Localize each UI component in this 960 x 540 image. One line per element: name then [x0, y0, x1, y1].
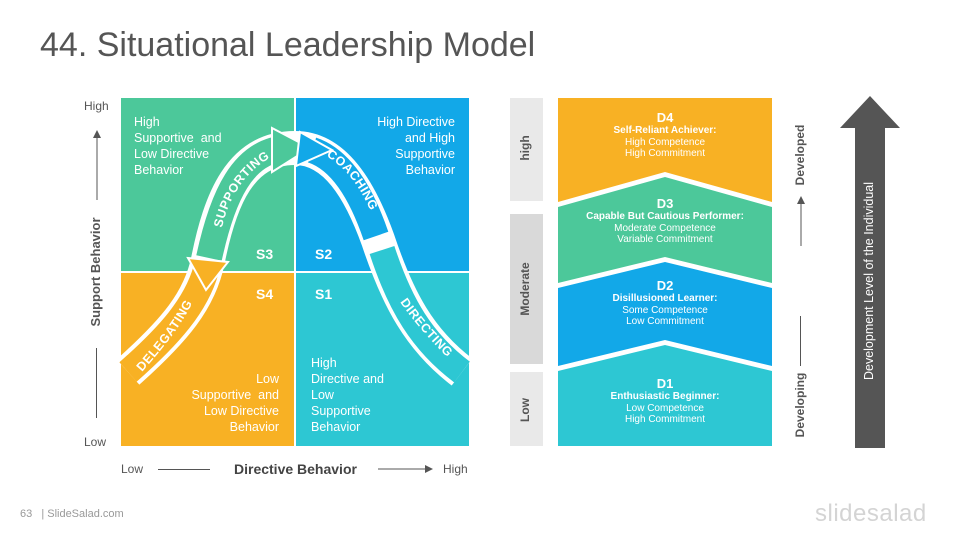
arrowhead-supporting-icon: [271, 126, 312, 174]
d1-text: D1 Enthusiastic Beginner: Low Competence…: [610, 376, 720, 425]
chevron-d4: [558, 98, 772, 202]
footer-site: | SlideSalad.com: [41, 508, 124, 520]
x-axis-line-left: [158, 469, 210, 470]
footer-text: 63 | SlideSalad.com: [20, 508, 124, 520]
development-axis-line-lower: [800, 316, 801, 366]
quadrant-s3-label: S3: [256, 246, 274, 262]
quadrant-s1-label: S1: [315, 286, 333, 302]
brand-logo: slidesalad: [815, 500, 927, 527]
developing-label: Developing: [793, 372, 807, 438]
y-axis-high-label: High: [84, 99, 109, 113]
big-up-arrow-icon: [840, 96, 900, 448]
x-axis-low-label: Low: [121, 462, 144, 476]
quadrant-s2-label: S2: [315, 246, 333, 262]
chevron-d2: [558, 262, 772, 366]
quadrant-s2-text: High Directive and High Supportive Behav…: [377, 115, 455, 177]
chevron-d1: [558, 345, 772, 446]
developed-label: Developed: [793, 124, 807, 186]
quadrant-s1-text: High Directive and Low Supportive Behavi…: [311, 356, 384, 434]
d3-text: D3 Capable But Cautious Performer: Moder…: [586, 196, 744, 245]
y-axis-arrow-icon: [93, 130, 101, 200]
quadrant-s3-text: High Supportive and Low Directive Behavi…: [134, 115, 222, 177]
level-moderate: [510, 214, 543, 364]
quadrant-s4-text: Low Supportive and Low Directive Behavio…: [191, 372, 279, 434]
arrowhead-delegating-icon: [186, 256, 230, 292]
x-axis-label: Directive Behavior: [234, 461, 357, 477]
chevron-d3: [558, 177, 772, 283]
level-low: [510, 372, 543, 446]
d2-text: D2 Disillusioned Learner: Some Competenc…: [612, 278, 718, 327]
slide-title: 44. Situational Leadership Model: [40, 26, 536, 64]
development-axis-arrow-icon: [797, 196, 805, 246]
x-axis-arrow-icon: [378, 465, 433, 473]
level-high: [510, 98, 543, 201]
x-axis-high-label: High: [443, 462, 468, 476]
y-axis-low-label: Low: [84, 435, 107, 449]
quadrant-s4-label: S4: [256, 286, 274, 302]
curve-segment-directing: [369, 245, 470, 383]
big-arrow-label: Development Level of the Individual: [862, 181, 876, 381]
d4-text: D4 Self-Reliant Achiever: High Competenc…: [613, 110, 717, 159]
quadrant-divider-horizontal: [121, 271, 469, 273]
arrowhead-coaching-icon: [294, 130, 335, 168]
y-axis-line-lower: [96, 348, 97, 418]
page-number: 63: [20, 508, 33, 520]
